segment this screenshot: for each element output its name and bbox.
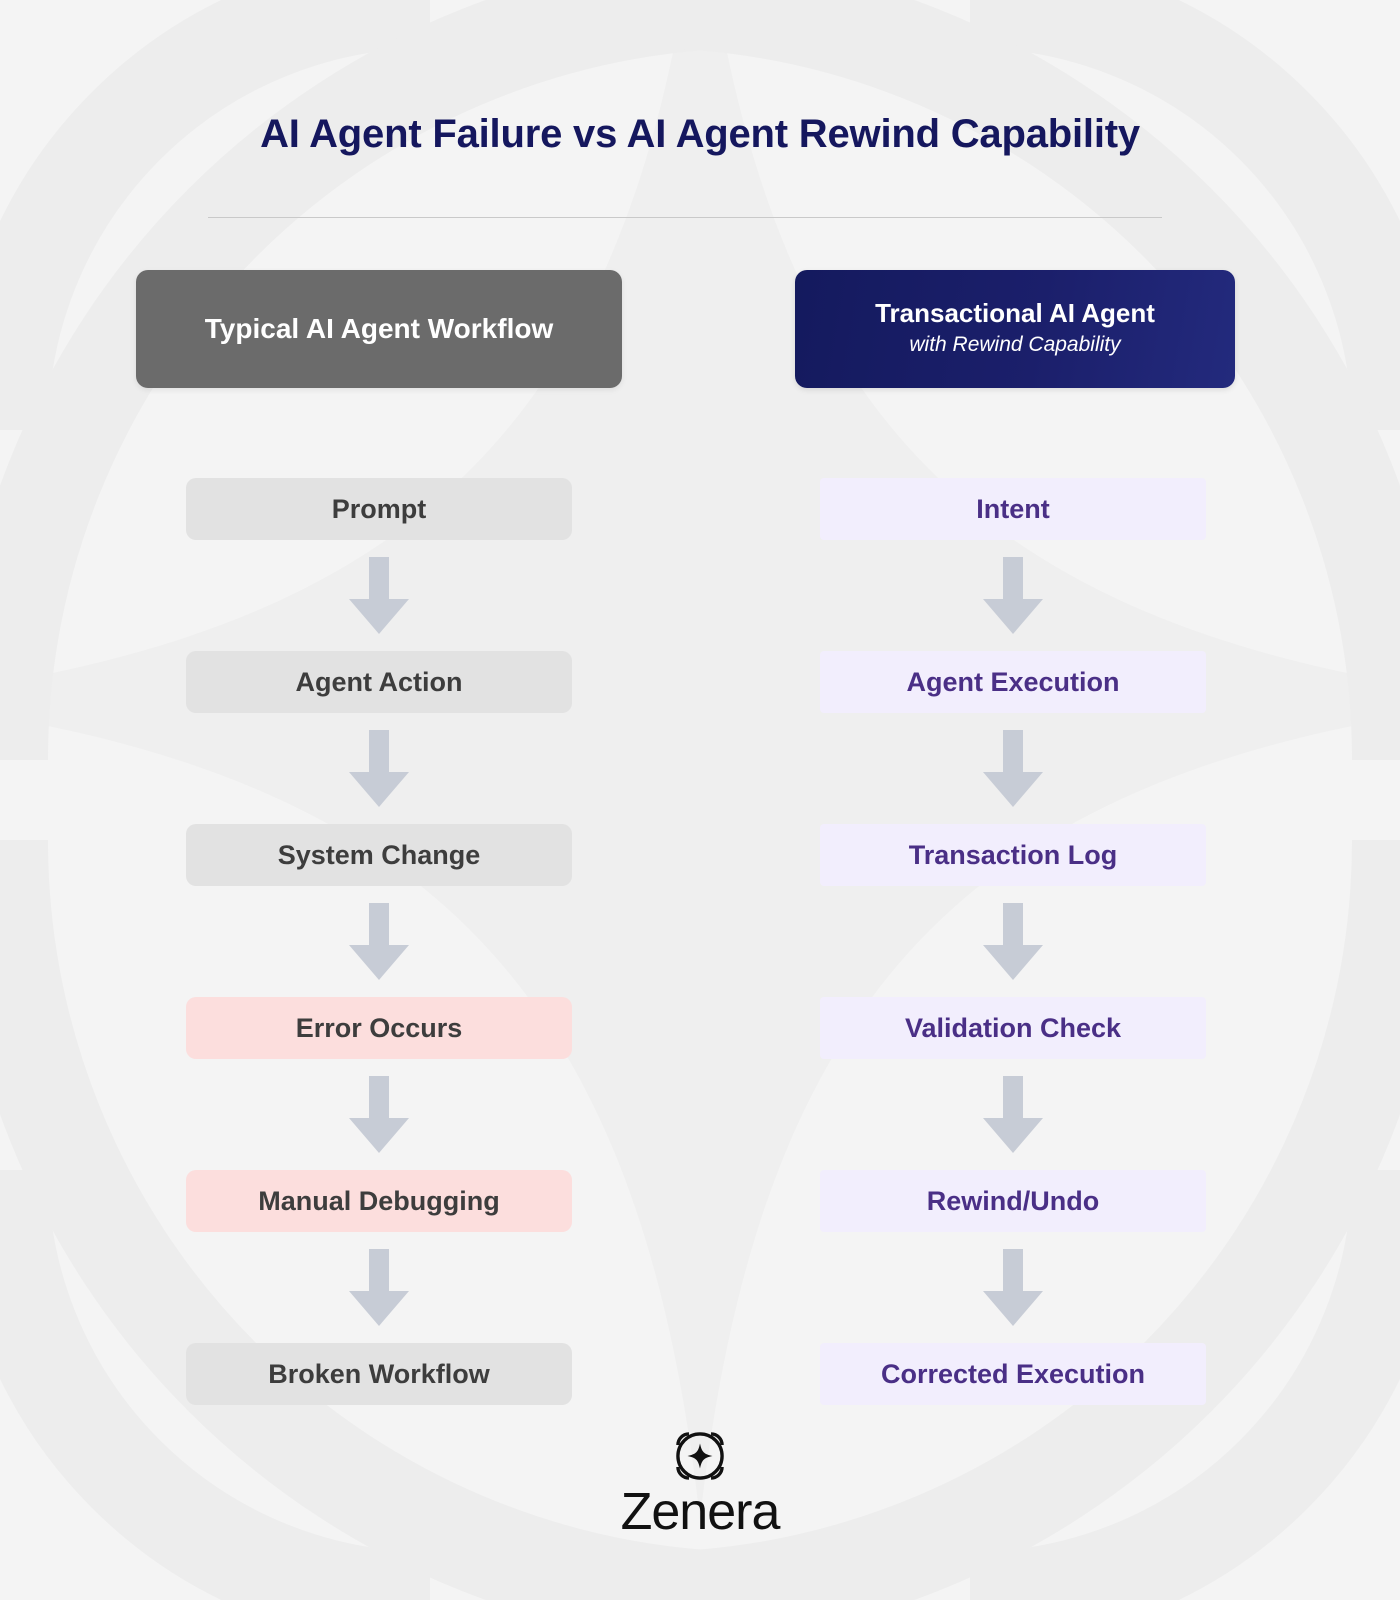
arrow-down-icon	[820, 1232, 1206, 1343]
flow-node[interactable]: Error Occurs	[186, 997, 572, 1059]
flow-node[interactable]: Manual Debugging	[186, 1170, 572, 1232]
column-header-left-title: Typical AI Agent Workflow	[204, 313, 554, 344]
brand-footer: Zenera	[0, 1432, 1400, 1538]
arrow-down-icon	[820, 540, 1206, 651]
arrow-down-icon	[186, 1059, 572, 1170]
arrow-down-icon	[820, 886, 1206, 997]
arrow-down-icon	[186, 886, 572, 997]
flow-node[interactable]: Transaction Log	[820, 824, 1206, 886]
arrow-down-icon	[186, 1232, 572, 1343]
flow-node[interactable]: Intent	[820, 478, 1206, 540]
zenera-starburst-icon	[676, 1432, 724, 1480]
arrow-down-icon	[820, 713, 1206, 824]
arrow-down-icon	[186, 713, 572, 824]
arrow-down-icon	[820, 1059, 1206, 1170]
page-title: AI Agent Failure vs AI Agent Rewind Capa…	[260, 112, 1140, 156]
flow-node[interactable]: Prompt	[186, 478, 572, 540]
flow-node[interactable]: Agent Execution	[820, 651, 1206, 713]
flow-node[interactable]: Rewind/Undo	[820, 1170, 1206, 1232]
column-header-right: Transactional AI Agent with Rewind Capab…	[795, 270, 1235, 388]
column-header-right-subtitle: with Rewind Capability	[909, 333, 1121, 357]
flow-node[interactable]: Corrected Execution	[820, 1343, 1206, 1405]
arrow-down-icon	[186, 540, 572, 651]
column-header-left: Typical AI Agent Workflow	[136, 270, 622, 388]
title-divider	[208, 217, 1162, 218]
flow-node[interactable]: Agent Action	[186, 651, 572, 713]
brand-wordmark: Zenera	[620, 1483, 781, 1541]
flow-column-right: Intent Agent Execution Transaction Log V…	[820, 478, 1206, 1405]
flow-node[interactable]: System Change	[186, 824, 572, 886]
column-header-right-title: Transactional AI Agent	[875, 298, 1155, 329]
flow-node[interactable]: Broken Workflow	[186, 1343, 572, 1405]
flow-node[interactable]: Validation Check	[820, 997, 1206, 1059]
flow-column-left: Prompt Agent Action System Change Error …	[186, 478, 572, 1405]
